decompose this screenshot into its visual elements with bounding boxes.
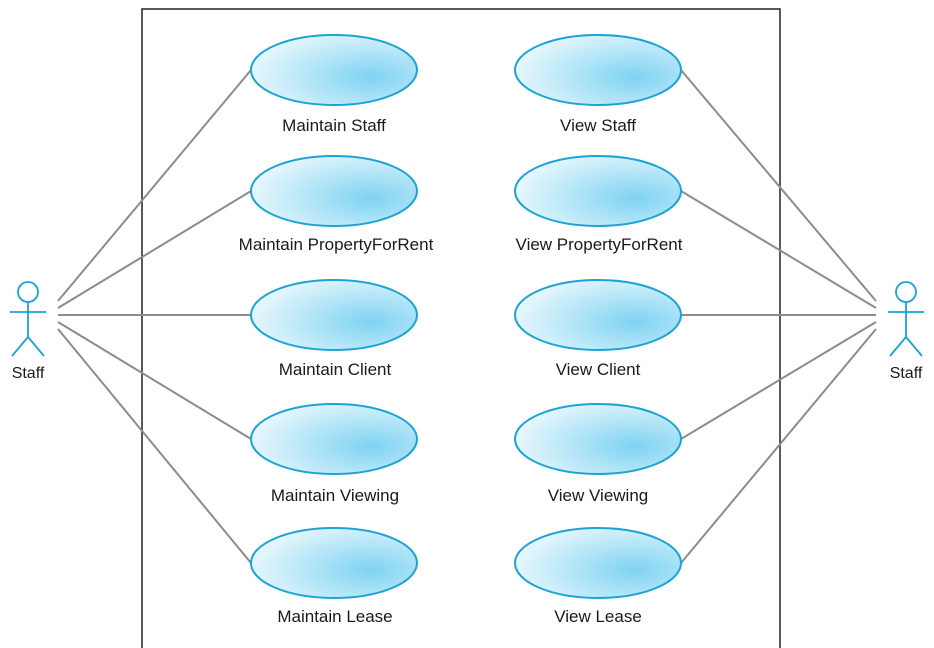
association-line xyxy=(680,190,877,309)
use-case-label: View Viewing xyxy=(548,486,649,505)
actor-left xyxy=(10,281,46,357)
use-case-maintain-lease: Maintain Lease xyxy=(250,527,418,626)
use-case-label: Maintain Client xyxy=(279,360,392,379)
actor-right xyxy=(888,281,924,357)
use-case-ellipse xyxy=(514,527,682,599)
use-case-view-client: View Client xyxy=(514,279,682,379)
use-case-ellipse xyxy=(250,279,418,351)
use-case-label: View Client xyxy=(556,360,641,379)
actor-left-label: Staff xyxy=(12,365,45,382)
use-case-label: Maintain Staff xyxy=(282,116,386,135)
use-case-maintain-client: Maintain Client xyxy=(250,279,418,379)
actor-leg-left xyxy=(11,336,29,357)
use-case-ellipse xyxy=(514,155,682,227)
use-case-label: Maintain Viewing xyxy=(271,486,399,505)
use-case-ellipse xyxy=(250,527,418,599)
association-line xyxy=(57,328,252,564)
association-line xyxy=(57,69,252,302)
system-boundary xyxy=(141,8,781,648)
use-case-view-viewing: View Viewing xyxy=(514,403,682,505)
actor-leg-right xyxy=(27,336,45,357)
use-case-ellipse xyxy=(514,34,682,106)
actor-leg-right xyxy=(905,336,923,357)
use-case-maintain-viewing: Maintain Viewing xyxy=(250,403,418,505)
left-associations xyxy=(57,69,252,564)
association-line xyxy=(680,69,877,302)
use-case-label: View PropertyForRent xyxy=(516,235,683,254)
use-case-label: View Staff xyxy=(560,116,636,135)
association-line xyxy=(57,190,252,309)
actor-right-label: Staff xyxy=(890,365,923,382)
actor-head-icon xyxy=(17,281,39,303)
use-case-view-propertyforrent: View PropertyForRent xyxy=(514,155,683,254)
association-line xyxy=(680,328,877,564)
actor-leg-left xyxy=(889,336,907,357)
use-case-label: View Lease xyxy=(554,607,642,626)
use-case-label: Maintain Lease xyxy=(277,607,392,626)
actor-head-icon xyxy=(895,281,917,303)
association-line xyxy=(57,321,252,440)
use-case-ellipse xyxy=(514,279,682,351)
use-case-ellipse xyxy=(514,403,682,475)
use-case-label: Maintain PropertyForRent xyxy=(239,235,434,254)
use-case-view-staff: View Staff xyxy=(514,34,682,135)
use-case-maintain-propertyforrent: Maintain PropertyForRent xyxy=(239,155,434,254)
use-case-view-lease: View Lease xyxy=(514,527,682,626)
use-case-ellipse xyxy=(250,403,418,475)
use-case-ellipse xyxy=(250,155,418,227)
right-associations xyxy=(680,69,877,564)
use-case-maintain-staff: Maintain Staff xyxy=(250,34,418,135)
association-line xyxy=(680,321,877,440)
use-case-ellipse xyxy=(250,34,418,106)
